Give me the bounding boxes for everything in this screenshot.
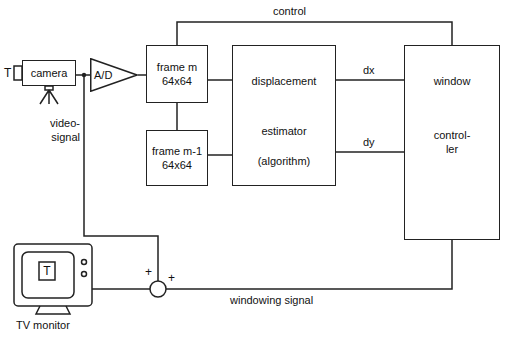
node-text: displacement [235,74,333,88]
frame-buffer-box: frame m-1 64x64 [146,130,208,186]
converter-triangle-outline [91,59,137,92]
annotation-label: video- signal [36,116,80,144]
annotation-label: + [145,265,152,279]
signal-line [177,22,452,45]
frame-buffer-box: frame m 64x64 [146,45,208,103]
annotation-label: T [39,264,55,278]
monitor-screen [22,252,74,298]
signal-label: dx [362,63,376,77]
monitor-housing [14,244,92,306]
signal-line [336,79,404,81]
signal-line [208,154,232,156]
signal-line [336,151,404,153]
annotation-label: TV monitor [16,318,70,332]
signal-line [208,79,232,81]
node-text: estimator [235,124,333,138]
node-text: frame m 64x64 [149,60,205,88]
camera-mount [45,86,53,90]
signal-line [138,74,146,76]
annotation-label: T [4,66,11,80]
node-text: (algorithm) [235,154,333,168]
monitor-wire [92,288,150,290]
camera-tripod [40,90,58,104]
node-text: A/D [94,68,120,82]
monitor-knob [82,260,87,265]
node-text: frame m-1 64x64 [149,144,205,172]
windowing-signal-wire [166,240,452,289]
signal-line [176,103,178,130]
node-text: window [407,74,497,88]
controller-box: window control- ler [404,45,500,240]
target-window [39,262,55,280]
camera-lens [14,66,22,80]
monitor-stand [36,306,70,314]
signal-line [76,74,90,76]
process-box: displacement estimator (algorithm) [232,45,336,186]
node-text: control- ler [427,128,477,156]
node-text: camera [25,66,73,80]
annotation-label: + [168,271,175,285]
annotation-label: windowing signal [230,293,313,307]
converter-triangle: A/D [90,58,138,92]
signal-label: dy [362,135,376,149]
signal-label: control [272,4,307,18]
monitor-knob [82,272,87,277]
camera-body: camera [22,60,76,86]
summing-junction [150,281,166,297]
